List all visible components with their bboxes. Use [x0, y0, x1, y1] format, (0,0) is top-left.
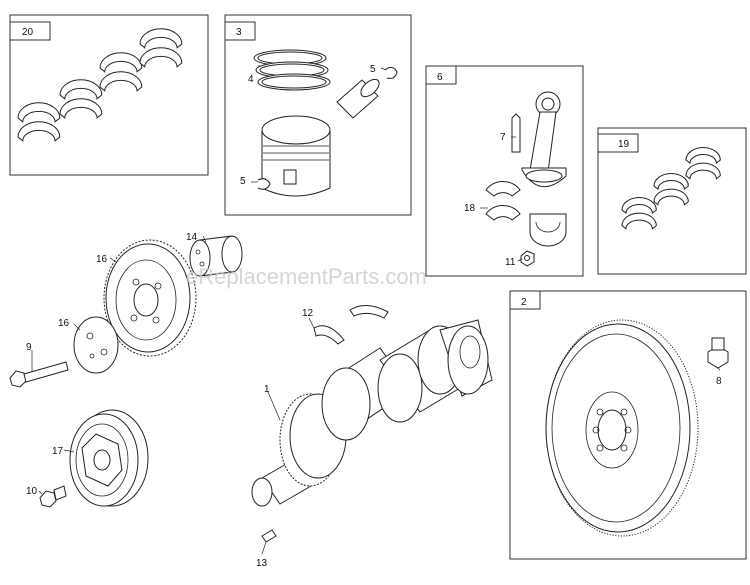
kit-box-20: 20: [9, 14, 209, 176]
watermark-text: eReplacementParts.com: [186, 264, 427, 289]
box-label-2: 2: [521, 297, 527, 308]
box-label-3: 3: [236, 27, 242, 38]
leader-lines: [31, 65, 721, 555]
callout-16-gear: 16: [96, 254, 108, 265]
connecting-rod-part: [521, 91, 567, 187]
piston-pin-part: [336, 78, 380, 119]
kit-box-3: 3: [224, 14, 412, 216]
crankshaft-part: [251, 319, 493, 507]
thrust-plate-part: [73, 316, 119, 374]
callout-5-bottom: 5: [240, 176, 246, 187]
bearing-shell: [685, 147, 721, 180]
callout-7: 7: [500, 132, 506, 143]
rod-bearing-shell-pair: [485, 181, 567, 247]
dowel-pin-part: [707, 337, 729, 369]
callout-14: 14: [186, 232, 198, 243]
piston-rings-part: [253, 49, 331, 91]
box-label-6: 6: [437, 72, 443, 83]
circlip-part-top: [384, 66, 398, 79]
bearing-shell: [621, 197, 657, 230]
pulley-bolt-part: [39, 485, 67, 508]
thrust-washer-pair: [313, 305, 389, 345]
bearing-shell-set-19: [621, 147, 721, 230]
camshaft-gear-part: [103, 239, 197, 357]
circlip-part-bottom: [257, 178, 271, 190]
box-label-20: 20: [22, 27, 34, 38]
callout-5-top: 5: [370, 64, 376, 75]
gear-hub-part: [189, 235, 243, 277]
kit-box-2: 2: [509, 290, 747, 560]
woodruff-key-part: [261, 529, 277, 543]
box-label-19: 19: [618, 139, 630, 150]
bearing-shell: [17, 102, 61, 142]
kit-box-19: 19: [597, 127, 747, 275]
callout-10: 10: [26, 486, 38, 497]
callout-11: 11: [505, 257, 516, 268]
callout-4: 4: [248, 74, 254, 85]
callout-8: 8: [716, 376, 722, 387]
callout-18: 18: [464, 203, 476, 214]
bearing-shell: [99, 52, 143, 92]
rod-bolt-part: [511, 113, 521, 153]
callout-17: 17: [52, 446, 64, 457]
callout-9: 9: [26, 342, 32, 353]
bearing-shell: [139, 28, 183, 68]
bearing-shell: [653, 173, 689, 206]
callout-1: 1: [264, 384, 270, 395]
callout-13: 13: [256, 558, 268, 569]
callout-12: 12: [302, 308, 314, 319]
callout-16-plate: 16: [58, 318, 70, 329]
gear-bolt-part: [9, 361, 69, 388]
piston-part: [261, 115, 331, 197]
bearing-shell-set: [17, 28, 183, 142]
rod-nut-part: [520, 250, 535, 267]
kit-box-6: 6: [425, 65, 584, 277]
bearing-shell: [59, 79, 103, 119]
flywheel-part: [545, 319, 699, 537]
crank-pulley-part: [69, 409, 149, 507]
